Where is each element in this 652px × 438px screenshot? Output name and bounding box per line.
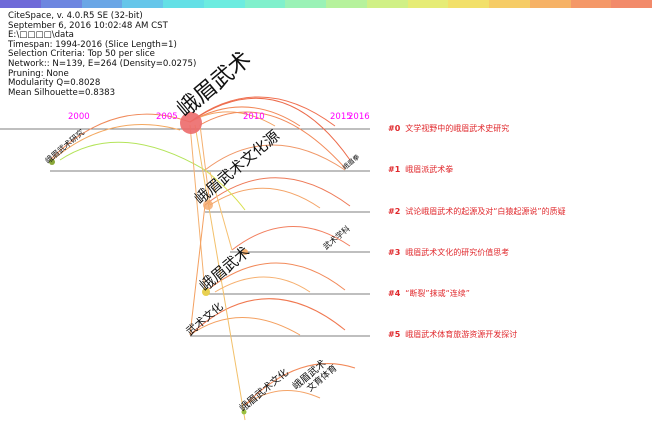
color-swatch [0,0,41,8]
link [189,106,301,127]
color-swatch [285,0,326,8]
color-swatch [244,0,286,8]
link [244,363,356,406]
pruning: Pruning: None [8,68,69,79]
color-swatch [570,0,612,8]
link [244,389,321,406]
link [209,187,321,209]
link [189,317,301,336]
color-swatch [40,0,82,8]
app-version: CiteSpace, v. 4.0.R5 SE (32-bit) [8,11,143,21]
citation-links [49,96,356,421]
link [189,204,206,336]
link [194,124,246,421]
color-swatch [489,0,530,8]
color-swatch [366,0,408,8]
year-label: 2005 [156,112,178,122]
color-swatch [529,0,571,8]
link [231,226,351,251]
run-date: September 6, 2016 10:02:48 AM CST [8,20,168,31]
link [199,111,346,169]
selection-criteria: Selection Criteria: Top 50 per slice [8,49,155,60]
timeline-years: 2000 2005 2010 2015 2016 [68,112,370,122]
link [209,171,233,251]
color-swatch [203,0,245,8]
modularity: Modularity Q=0.8028 [8,78,101,89]
link [59,141,206,171]
keyword-small[interactable]: 峨眉拳 [341,152,362,172]
node[interactable] [242,249,248,255]
node[interactable] [202,288,210,296]
network-stats: Network:: N=139, E=264 (Density=0.0275) [8,58,197,69]
year-label: 2010 [243,112,265,122]
link [204,177,351,207]
node[interactable] [241,409,247,415]
node-emei-wushu[interactable] [180,112,202,134]
mean-silhouette: Mean Silhouette=0.8383 [8,87,116,98]
color-swatch [326,0,367,8]
link [49,113,191,161]
color-swatch [81,0,123,8]
link [214,276,311,293]
year-label: 2015 [330,112,352,122]
timespan: Timespan: 1994-2016 (Slice Length=1) [8,39,177,50]
keyword-medium[interactable]: 峨眉武术文化 [237,366,291,415]
link [204,144,346,171]
link [189,97,351,161]
color-swatch [448,0,489,8]
data-path: E:\□□□□\data [8,30,74,41]
color-swatch [611,0,652,8]
nodes [49,112,248,415]
link [189,124,206,293]
keyword-small[interactable]: 武术学科 [321,223,352,251]
node[interactable] [203,200,213,210]
year-label: 2016 [348,112,370,122]
link [189,298,346,336]
link [49,124,181,163]
network-summary: CiteSpace, v. 4.0.R5 SE (32-bit) Septemb… [8,11,197,98]
year-label: 2000 [68,112,90,122]
timeline-color-bar [0,0,652,8]
cluster-label-4[interactable]: #4“断裂”抹或“连续” [388,288,470,298]
keyword-small[interactable]: 峨眉武术研究 [43,127,86,166]
color-swatch [122,0,163,8]
link [204,169,246,211]
color-swatch [407,0,449,8]
color-swatch [163,0,204,8]
node[interactable] [49,159,55,165]
link [199,124,211,206]
keyword-medium[interactable]: 武术文化 [183,299,226,338]
